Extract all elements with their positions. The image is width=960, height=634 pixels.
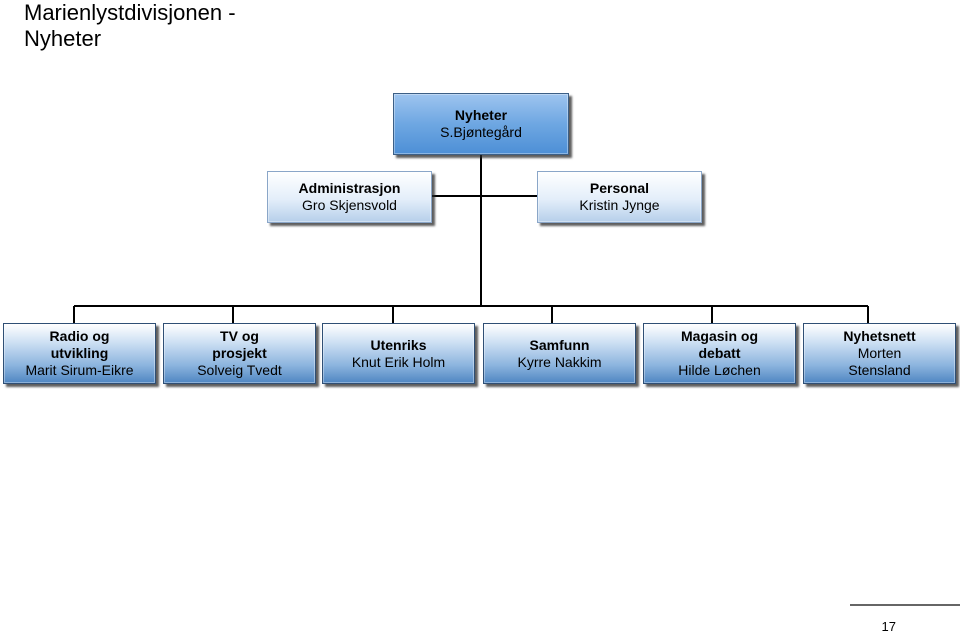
org-box-nyhetsnett: Nyhetsnett Morten Stensland xyxy=(803,323,956,384)
org-box-name: Hilde Løchen xyxy=(678,362,761,378)
org-box-samfunn: Samfunn Kyrre Nakkim xyxy=(483,323,636,384)
org-box-name: Solveig Tvedt xyxy=(197,362,282,378)
org-box-nyheter: Nyheter S.Bjøntegård xyxy=(393,93,569,155)
org-box-title: Magasin og debatt xyxy=(680,328,758,361)
org-box-magasin-og-debatt: Magasin og debatt Hilde Løchen xyxy=(643,323,796,384)
org-box-name: S.Bjøntegård xyxy=(440,124,522,140)
footer-divider xyxy=(850,604,960,606)
org-box-title: Nyhetsnett xyxy=(843,328,916,344)
org-box-name: Knut Erik Holm xyxy=(351,353,446,370)
org-box-name: Kristin Jynge xyxy=(579,197,660,213)
org-box-tv-og-prosjekt: TV og prosjekt Solveig Tvedt xyxy=(163,323,316,384)
org-box-name: Marit Sirum-Eikre xyxy=(25,362,134,378)
org-box-name: Kyrre Nakkim xyxy=(517,353,602,370)
org-box-radio-og-utvikling: Radio og utvikling Marit Sirum-Eikre xyxy=(3,323,156,384)
org-box-personal: Personal Kristin Jynge xyxy=(537,171,702,223)
org-box-title: Radio og utvikling xyxy=(49,328,110,361)
org-box-title: TV og prosjekt xyxy=(212,328,267,361)
org-box-title: Nyheter xyxy=(454,107,508,123)
org-box-name: Gro Skjensvold xyxy=(302,197,397,213)
page-number: 17 xyxy=(881,619,896,634)
page-title: Marienlystdivisjonen - Nyheter xyxy=(24,0,236,51)
org-box-utenriks: Utenriks Knut Erik Holm xyxy=(322,323,475,384)
org-box-name: Morten Stensland xyxy=(848,345,911,378)
org-box-title: Administrasjon xyxy=(298,180,401,196)
org-box-title: Utenriks xyxy=(370,336,427,353)
org-box-administrasjon: Administrasjon Gro Skjensvold xyxy=(267,171,432,223)
org-box-title: Samfunn xyxy=(529,336,590,353)
org-box-title: Personal xyxy=(589,180,650,196)
